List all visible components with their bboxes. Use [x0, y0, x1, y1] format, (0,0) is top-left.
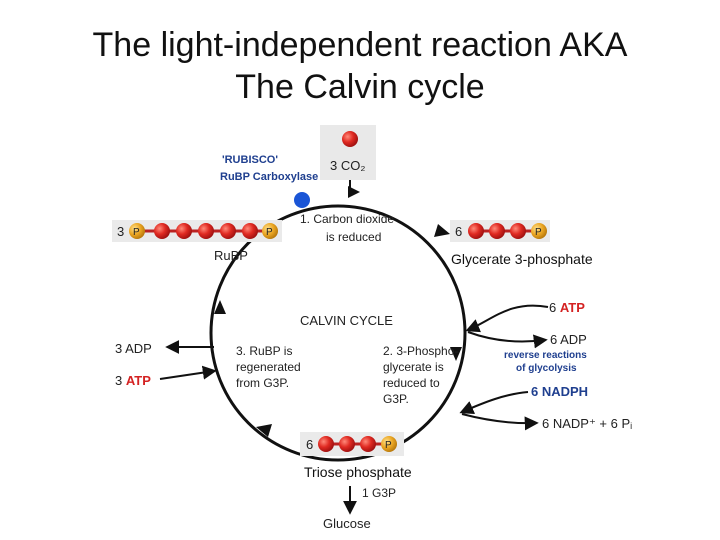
- nadph-label: 6 NADPH: [531, 384, 588, 399]
- cycle-arrow-right-top: [434, 224, 450, 237]
- triose-phosphate-label: Triose phosphate: [302, 464, 414, 480]
- g3p-carbon-3: [360, 436, 376, 452]
- nadp-out-arrow: [461, 413, 539, 431]
- atp3-label: 3 ATP: [115, 373, 151, 388]
- cycle-arrow-right: [450, 347, 462, 361]
- cycle-arrow-left: [214, 300, 226, 314]
- glucose-label: Glucose: [323, 516, 371, 531]
- reverse-reactions-line1: reverse reactions: [504, 350, 587, 361]
- pga-carbon-3: [510, 223, 526, 239]
- co2-label: 3 CO₂: [330, 158, 365, 173]
- pga-count: 6: [455, 224, 462, 239]
- slide-title: The light-independent reaction AKA The C…: [0, 24, 720, 108]
- glycerate-3-phosphate-label: Glycerate 3-phosphate: [449, 251, 595, 267]
- rubisco-enzyme-dot: [294, 192, 310, 208]
- triose-count: 6: [306, 437, 313, 452]
- nadp-out-label: 6 NADP⁺ + 6 Pᵢ: [542, 416, 632, 431]
- atp3-word: ATP: [126, 373, 151, 388]
- reverse-reactions-line2: of glycolysis: [516, 363, 577, 374]
- phosphate-symbol: P: [385, 440, 392, 451]
- rubp-count: 3: [117, 224, 124, 239]
- step3-line3: from G3P.: [236, 376, 289, 390]
- pga-carbon-2: [489, 223, 505, 239]
- rubp-carbon-4: [220, 223, 236, 239]
- g3p-carbon-1: [318, 436, 334, 452]
- calvin-cycle-center-label: CALVIN CYCLE: [300, 313, 393, 328]
- step3-line2: regenerated: [236, 360, 301, 374]
- atp3-in-arrow: [159, 365, 217, 380]
- g3p-carbon-2: [339, 436, 355, 452]
- step2-line2: glycerate is: [383, 360, 444, 374]
- pga-carbon-1: [468, 223, 484, 239]
- step1-line1: 1. Carbon dioxide: [300, 212, 394, 226]
- atp-in-count: 6: [549, 300, 556, 315]
- rubisco-label: 'RUBISCO': [222, 154, 278, 166]
- adp-out-label: 6 ADP: [550, 332, 587, 347]
- step3-line1: 3. RuBP is: [236, 344, 292, 358]
- slide-title-line-1: The light-independent reaction AKA: [92, 26, 628, 64]
- pga-phosphate: [531, 223, 547, 239]
- phosphate-symbol: P: [266, 227, 273, 238]
- rubp-phosphate-right: [262, 223, 278, 239]
- nadph-in-arrow: [459, 391, 529, 414]
- atp-in-word: ATP: [560, 300, 585, 315]
- rubp-carbon-3: [198, 223, 214, 239]
- rubp-phosphate-left: [129, 223, 145, 239]
- step2-line3: reduced to: [383, 376, 440, 390]
- calvin-cycle-ring: [209, 204, 467, 462]
- phosphate-symbol: P: [535, 227, 542, 238]
- step1-line2: is reduced: [326, 230, 381, 244]
- g3p-phosphate: [381, 436, 397, 452]
- rubp-carbon-2: [176, 223, 192, 239]
- atp-in-arrow: [465, 304, 549, 333]
- atp-in-label: 6 ATP: [549, 300, 585, 315]
- rubp-label: RuBP: [214, 248, 248, 263]
- atp3-count: 3: [115, 373, 122, 388]
- g3p-out-label: 1 G3P: [362, 486, 396, 500]
- cycle-arrow-bottom-left: [256, 424, 272, 437]
- rubp-carboxylase-label: RuBP Carboxylase: [220, 171, 318, 183]
- rubp-carbon-1: [154, 223, 170, 239]
- step2-line4: G3P.: [383, 392, 409, 406]
- adp3-label: 3 ADP: [115, 341, 152, 356]
- adp-out-arrow: [467, 331, 548, 349]
- phosphate-symbol: P: [133, 227, 140, 238]
- step2-line1: 2. 3-Phospho-: [383, 344, 458, 358]
- rubp-carbon-5: [242, 223, 258, 239]
- slide-title-line-2: The Calvin cycle: [235, 68, 485, 106]
- co2-carbon-ball: [342, 131, 358, 147]
